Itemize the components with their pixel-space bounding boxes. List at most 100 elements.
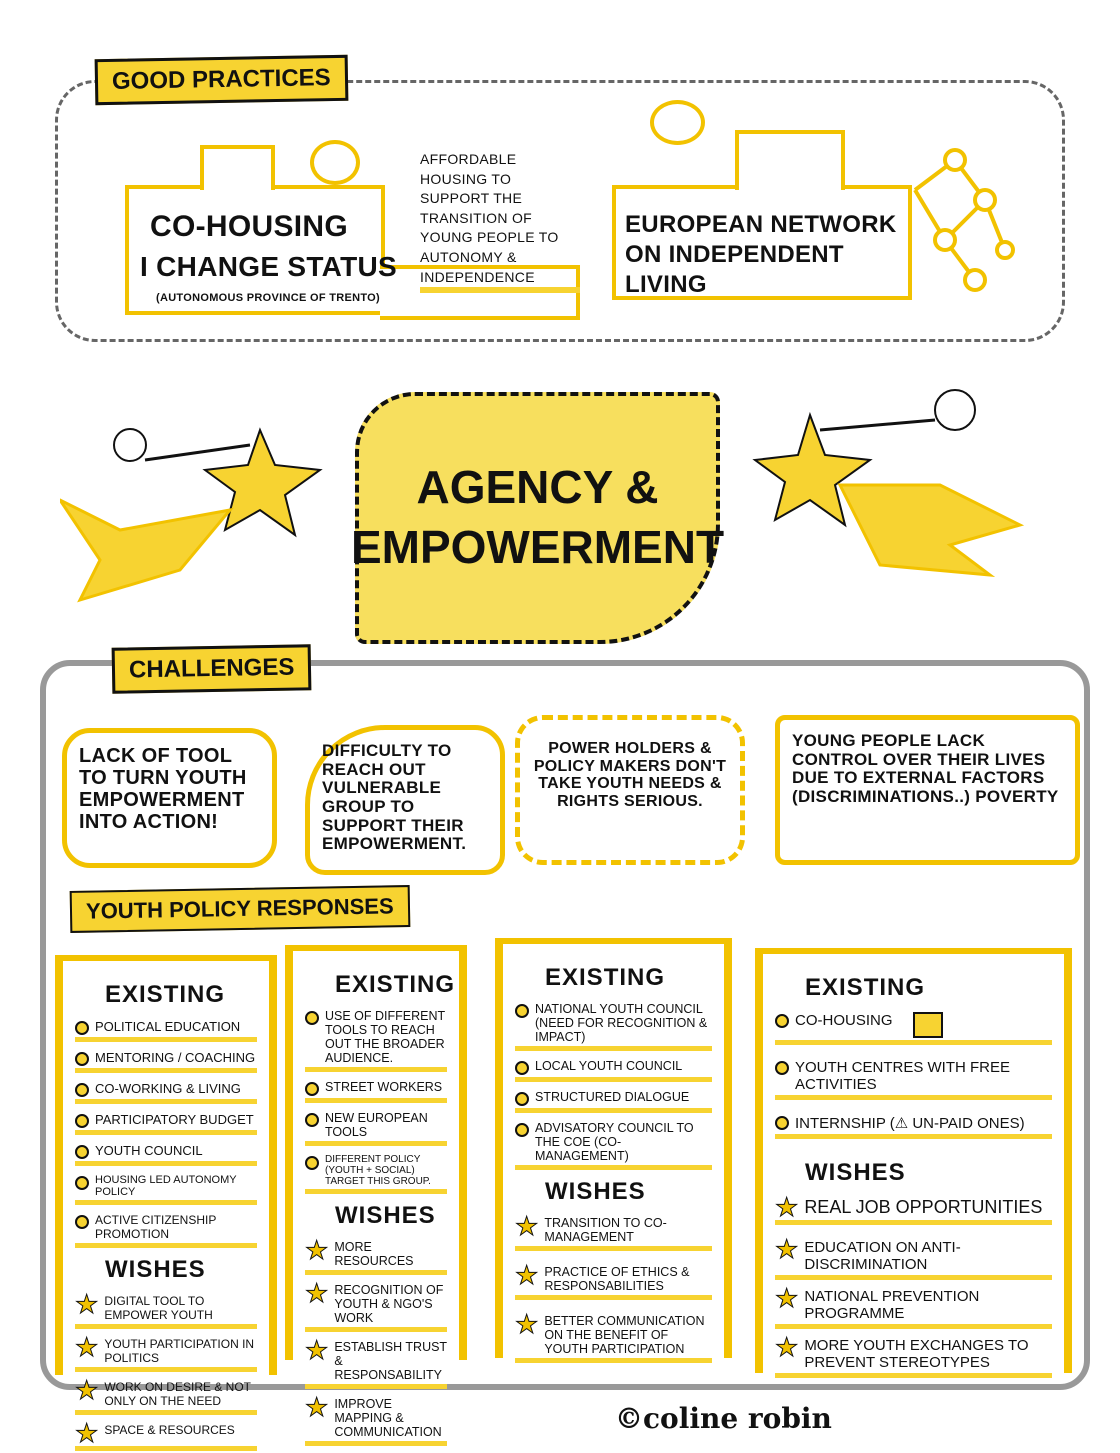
- bullet-dot-icon: [75, 1114, 89, 1128]
- co-housing-subtitle: I Change Status: [140, 251, 398, 282]
- existing-heading: Existing: [545, 964, 666, 991]
- girl-riding-star-illustration: [60, 427, 323, 603]
- existing-item: Youth council: [75, 1143, 257, 1166]
- bullet-dot-icon: [305, 1113, 319, 1127]
- bullet-dot-icon: [75, 1021, 89, 1035]
- response-column-4: Existing Co-housing Youth centres with f…: [755, 948, 1072, 1378]
- star-icon: ★: [304, 1278, 329, 1308]
- existing-item: Street workers: [305, 1080, 447, 1103]
- wish-item: ★Digital tool to empower youth: [74, 1289, 257, 1329]
- existing-item: Youth centres with free activities: [775, 1059, 1052, 1100]
- existing-item: Internship (⚠ un-paid ones): [775, 1114, 1052, 1139]
- co-housing-note: (Autonomous Province of Trento): [155, 292, 380, 304]
- wish-item: ★Better communication on the benefit of …: [514, 1309, 712, 1363]
- wish-item: ★Transition to co-management: [514, 1211, 712, 1251]
- existing-item: Political education: [75, 1019, 257, 1042]
- building-tower-icon: [735, 130, 845, 190]
- artist-signature: ©coline robin: [615, 1402, 832, 1435]
- star-icon: ★: [514, 1211, 539, 1241]
- good-practices-banner: Good Practices: [94, 54, 349, 106]
- wish-item: ★Education on anti-discrimination: [774, 1234, 1052, 1280]
- wish-item: ★Practice of ethics & responsabilities: [514, 1260, 712, 1300]
- star-icon: ★: [774, 1192, 799, 1222]
- wishes-heading: Wishes: [335, 1202, 436, 1229]
- wish-item: ★Space & resources: [74, 1418, 257, 1451]
- star-icon: ★: [304, 1335, 329, 1365]
- bullet-dot-icon: [75, 1176, 89, 1190]
- existing-heading: Existing: [105, 981, 226, 1008]
- star-icon: ★: [74, 1375, 99, 1405]
- bullet-dot-icon: [305, 1156, 319, 1170]
- existing-item: Structured dialogue: [515, 1090, 712, 1113]
- existing-item: Participatory budget: [75, 1112, 257, 1135]
- bullet-dot-icon: [75, 1215, 89, 1229]
- existing-item: Mentoring / coaching: [75, 1050, 257, 1073]
- existing-item: Active citizenship promotion: [75, 1213, 257, 1248]
- bullet-dot-icon: [515, 1092, 529, 1106]
- tree-icon: [310, 140, 360, 185]
- challenges-banner: Challenges: [111, 644, 312, 694]
- agency-empowerment-title-card: Agency & Empowerment: [351, 392, 724, 644]
- wish-item: ★Recognition of youth & NGO's work: [304, 1278, 447, 1332]
- wish-item: ★Improve mapping & communication: [304, 1392, 447, 1446]
- existing-item: Co-housing: [775, 1012, 1052, 1045]
- existing-item: Housing led autonomy policy: [75, 1174, 257, 1205]
- house-icon: [912, 1012, 943, 1038]
- existing-item: Co-working & living: [75, 1081, 257, 1104]
- bullet-dot-icon: [775, 1116, 789, 1130]
- star-icon: ★: [74, 1332, 99, 1362]
- boy-riding-star-illustration: [752, 389, 1025, 577]
- tree-icon: [650, 100, 705, 145]
- wish-item: ★National prevention programme: [774, 1283, 1052, 1329]
- title-line-1: Agency &: [416, 461, 659, 514]
- star-icon: ★: [74, 1289, 99, 1319]
- affordable-housing-text: Affordable housing to support the transi…: [420, 150, 580, 294]
- wishes-heading: Wishes: [105, 1256, 206, 1283]
- bullet-dot-icon: [775, 1014, 789, 1028]
- wishes-heading: Wishes: [545, 1178, 646, 1205]
- star-icon: ★: [774, 1283, 799, 1313]
- wish-item: ★Real job opportunities: [774, 1192, 1052, 1225]
- bullet-dot-icon: [515, 1123, 529, 1137]
- wish-item: ★More youth exchanges to prevent stereot…: [774, 1332, 1052, 1378]
- existing-heading: Existing: [805, 974, 926, 1001]
- bullet-dot-icon: [75, 1145, 89, 1159]
- existing-item: Use of different tools to reach out the …: [305, 1009, 447, 1072]
- bullet-dot-icon: [515, 1061, 529, 1075]
- bullet-dot-icon: [775, 1061, 789, 1075]
- european-network-text: European Network on Independent Living: [625, 211, 897, 298]
- existing-item: New European tools: [305, 1111, 447, 1146]
- wish-item: ★Work on desire & not only on the need: [74, 1375, 257, 1415]
- star-icon: ★: [774, 1234, 799, 1264]
- challenge-card-1: Lack of tool to turn youth empowerment i…: [62, 728, 277, 868]
- bullet-dot-icon: [515, 1004, 529, 1018]
- star-icon: ★: [514, 1309, 539, 1339]
- star-icon: ★: [74, 1418, 99, 1448]
- challenge-card-2: Difficulty to reach out vulnerable group…: [305, 725, 505, 875]
- network-graph-icon: [913, 148, 1015, 292]
- star-icon: ★: [774, 1332, 799, 1362]
- challenge-card-4: Young people lack control over their liv…: [775, 715, 1080, 865]
- co-housing-title: Co-Housing: [150, 210, 348, 243]
- youth-policy-responses-banner: Youth Policy Responses: [69, 885, 410, 933]
- wish-item: ★Youth participation in politics: [74, 1332, 257, 1372]
- existing-item: Advisatory council to the CoE (co-manage…: [515, 1121, 712, 1170]
- challenge-card-3: Power holders & policy makers don't take…: [515, 715, 745, 865]
- response-column-2: Existing Use of different tools to reach…: [285, 945, 467, 1446]
- bullet-dot-icon: [75, 1052, 89, 1066]
- existing-item: National youth council (need for recogni…: [515, 1002, 712, 1051]
- star-icon: ★: [304, 1235, 329, 1265]
- bullet-dot-icon: [305, 1011, 319, 1025]
- wish-item: ★More resources: [304, 1235, 447, 1275]
- existing-item: Different policy (youth + social) target…: [305, 1154, 447, 1194]
- star-icon: ★: [304, 1392, 329, 1422]
- bullet-dot-icon: [75, 1083, 89, 1097]
- existing-heading: Existing: [335, 971, 456, 998]
- bullet-dot-icon: [305, 1082, 319, 1096]
- wishes-heading: Wishes: [805, 1159, 906, 1186]
- response-column-1: Existing Political education Mentoring /…: [55, 955, 277, 1451]
- star-icon: ★: [514, 1260, 539, 1290]
- title-line-2: Empowerment: [350, 521, 725, 573]
- building-tower-icon: [200, 145, 275, 190]
- good-practices-frame: [55, 80, 1065, 342]
